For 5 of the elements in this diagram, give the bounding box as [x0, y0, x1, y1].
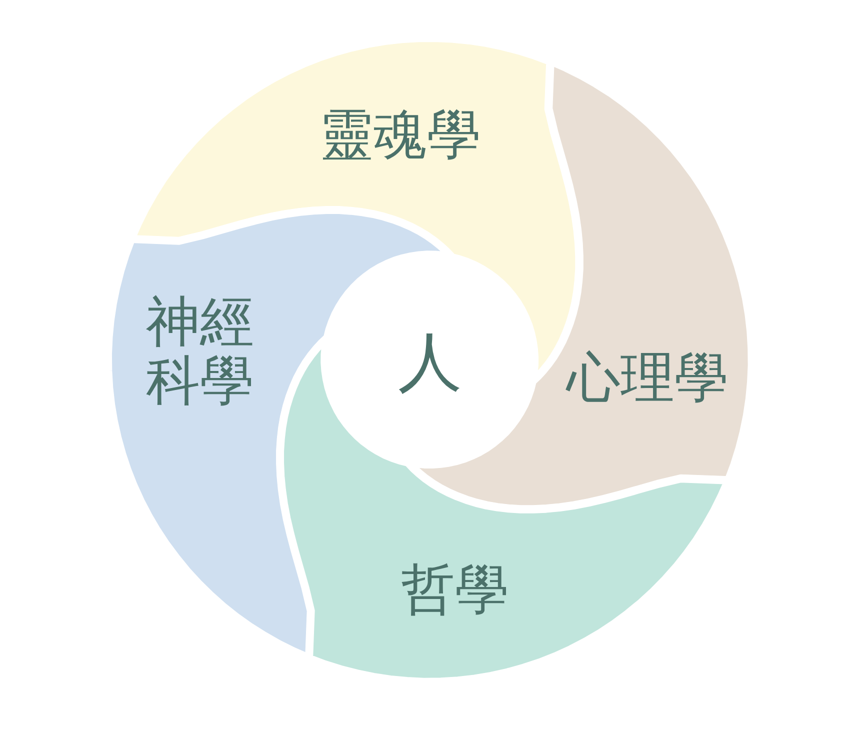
- center-label: 人: [397, 328, 463, 398]
- segment-label: 靈魂學: [318, 104, 482, 164]
- segment-label: 心理學: [564, 348, 730, 408]
- segment-label: 神經科學: [144, 292, 255, 411]
- segment-label: 哲學: [400, 560, 510, 620]
